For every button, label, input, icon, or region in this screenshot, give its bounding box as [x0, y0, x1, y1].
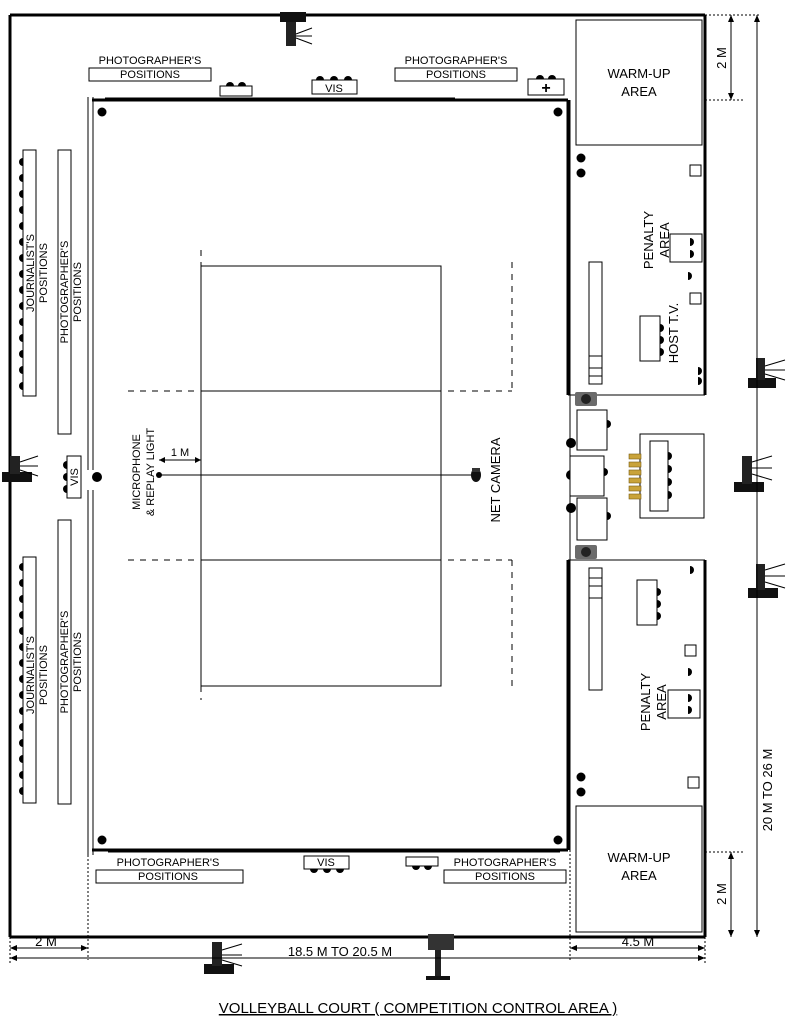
officials-tables: [569, 409, 611, 541]
top-photographer-positions: [88, 67, 518, 99]
photographer-label-bottom-left-1: PHOTOGRAPHER'S: [117, 857, 220, 869]
penalty-area-top: [669, 233, 703, 280]
tv-camera-icon-right-3: [748, 563, 786, 598]
first-aid-icon: +: [541, 80, 550, 97]
four-five-meter-label: 4.5 M: [622, 934, 655, 949]
svg-text:PHOTOGRAPHER'S: PHOTOGRAPHER'S: [59, 241, 71, 344]
svg-text:AREA: AREA: [657, 222, 672, 258]
photographer-label-top-right-2: POSITIONS: [426, 69, 486, 81]
photographer-label-left-bottom: PHOTOGRAPHER'S POSITIONS: [59, 611, 84, 714]
warmup-top-line2: AREA: [621, 84, 657, 99]
official-camera-icon-top: [575, 392, 597, 406]
vis-box-left: [63, 455, 82, 499]
svg-text:POSITIONS: POSITIONS: [72, 632, 84, 692]
photographer-label-bottom-left-2: POSITIONS: [138, 871, 198, 883]
svg-text:JOURNALIST'S: JOURNALIST'S: [25, 234, 37, 312]
penalty-area-bottom: [667, 668, 701, 719]
journalist-label-top: JOURNALIST'S POSITIONS: [25, 234, 50, 312]
photographer-label-top-left-2: POSITIONS: [120, 69, 180, 81]
svg-text:PHOTOGRAPHER'S: PHOTOGRAPHER'S: [59, 611, 71, 714]
svg-text:VIS: VIS: [69, 468, 81, 486]
hall-boundary: [8, 13, 707, 939]
small-squares: [684, 164, 702, 789]
photographer-label-bottom-right-1: PHOTOGRAPHER'S: [454, 857, 557, 869]
penalty-label-bottom: PENALTY AREA: [638, 673, 669, 732]
tv-camera-icon-top: [280, 12, 313, 46]
tv-camera-icon-left: [2, 455, 39, 482]
vis-label-top: VIS: [325, 83, 343, 95]
net-line: [156, 457, 475, 478]
left-journalist-positions-bottom: [19, 519, 72, 805]
microphone-label: MICROPHONE & REPLAY LIGHT: [131, 428, 157, 517]
svg-text:2 M: 2 M: [714, 47, 729, 69]
warmup-area-top: [575, 19, 703, 146]
bottom-seat-box: [405, 856, 439, 870]
vis-box-top: [311, 76, 358, 95]
microphone-line1: MICROPHONE: [131, 434, 143, 510]
svg-text:NET CAMERA: NET CAMERA: [488, 437, 503, 522]
tv-camera-icon-bottom-left: [204, 942, 243, 974]
host-tv-box: [639, 315, 664, 362]
seat-markers-right: [690, 367, 702, 574]
photographer-label-bottom-right-2: POSITIONS: [475, 871, 535, 883]
vis-box-bottom: [303, 855, 350, 873]
svg-text:20 M TO 26 M: 20 M TO 26 M: [760, 749, 775, 832]
width-dimension-label: 20 M TO 26 M: [760, 749, 775, 832]
svg-text:POSITIONS: POSITIONS: [72, 262, 84, 322]
tv-camera-icon-right-1: [748, 358, 786, 388]
svg-text:POSITIONS: POSITIONS: [38, 645, 50, 705]
svg-text:HOST T.V.: HOST T.V.: [666, 303, 681, 363]
host-tv-label: HOST T.V.: [666, 303, 681, 363]
net-camera-label: NET CAMERA: [488, 437, 503, 522]
journalist-label-bottom: JOURNALIST'S POSITIONS: [25, 636, 50, 714]
tv-camera-icon-right-2: [734, 455, 773, 492]
warmup-bottom-line2: AREA: [621, 868, 657, 883]
playing-court: [128, 250, 513, 700]
warmup-top-line1: WARM-UP: [607, 66, 670, 81]
team-bench-bottom: [588, 567, 603, 691]
photographer-label-top-left-1: PHOTOGRAPHER'S: [99, 55, 202, 67]
commentator-box-bottom: [636, 579, 661, 626]
top-seat-box: [219, 82, 253, 97]
svg-text:2 M: 2 M: [714, 883, 729, 905]
svg-text:PENALTY: PENALTY: [638, 673, 653, 732]
photographer-label-left-top: PHOTOGRAPHER'S POSITIONS: [59, 241, 84, 344]
team-bench-top: [588, 261, 603, 385]
svg-text:POSITIONS: POSITIONS: [38, 243, 50, 303]
svg-text:AREA: AREA: [654, 684, 669, 720]
penalty-label-top: PENALTY AREA: [641, 211, 672, 270]
official-camera-icon-bottom: [575, 545, 597, 559]
warmup-bottom-line1: WARM-UP: [607, 850, 670, 865]
two-meter-top-right-label: 2 M: [714, 47, 729, 69]
one-meter-label: 1 M: [171, 447, 189, 459]
vis-label-bottom: VIS: [317, 857, 335, 869]
net-camera-icon: [471, 468, 481, 482]
bottom-photographer-positions: [95, 851, 567, 884]
vis-label-left: VIS: [69, 468, 81, 486]
warmup-area-bottom: [575, 805, 703, 933]
microphone-line2: & REPLAY LIGHT: [145, 428, 157, 517]
svg-text:JOURNALIST'S: JOURNALIST'S: [25, 636, 37, 714]
length-dimension-label: 18.5 M TO 20.5 M: [288, 944, 392, 959]
tv-camera-icon-bottom-center: [426, 934, 454, 980]
two-meter-left-label: 2 M: [35, 934, 57, 949]
control-area-boundary: [87, 97, 705, 855]
svg-text:PENALTY: PENALTY: [641, 211, 656, 270]
two-meter-bottom-right-label: 2 M: [714, 883, 729, 905]
control-desk: [628, 433, 705, 519]
corner-markers: [92, 107, 563, 845]
photographer-label-top-right-1: PHOTOGRAPHER'S: [405, 55, 508, 67]
diagram-caption: VOLLEYBALL COURT ( COMPETITION CONTROL A…: [219, 1000, 617, 1017]
dimension-lines: [9, 14, 760, 965]
left-journalist-positions-top: [19, 149, 72, 435]
first-aid-box: [527, 75, 565, 96]
